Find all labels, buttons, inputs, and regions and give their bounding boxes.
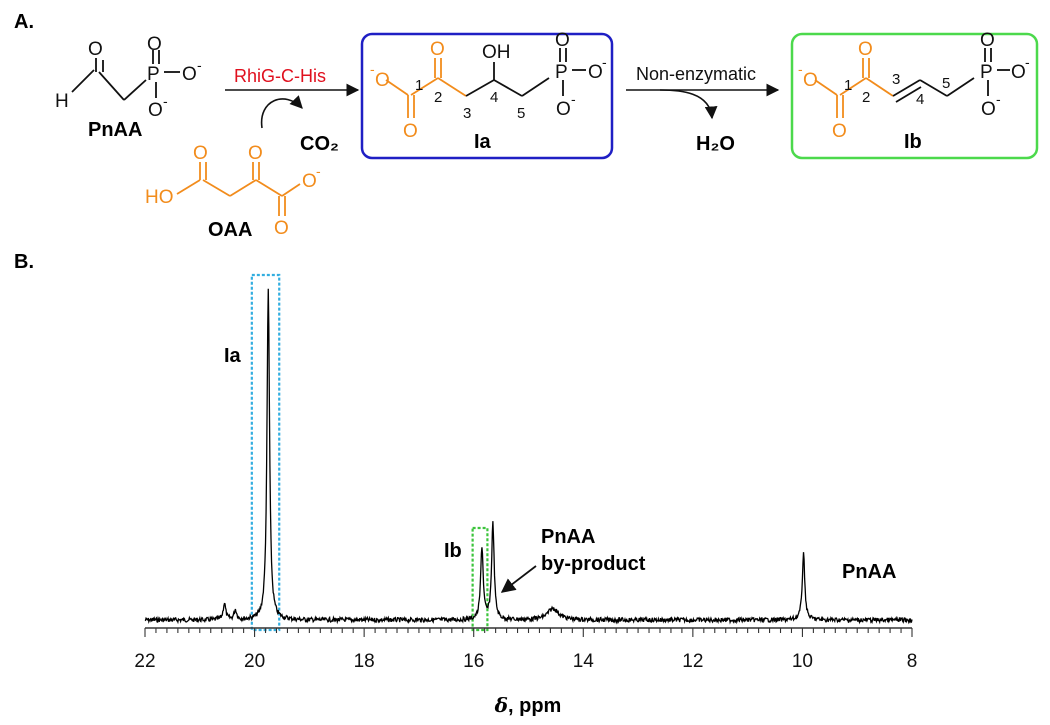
ib-o-top: O [858,39,873,60]
ib-c1: 1 [844,77,852,94]
ia-oh: OH [482,42,511,63]
panel-a-label: A. [14,11,34,33]
ib-p-o-top: O [980,30,995,51]
ib-c5: 5 [942,75,950,92]
intermediate-box [360,32,614,160]
ib-c4: 4 [916,91,924,108]
x-tick-label: 22 [134,651,155,672]
annotation-pnaa: PnAA [842,561,896,583]
pnaa-o-bottom-charge: - [163,93,168,109]
x-tick-label: 8 [907,651,918,672]
oaa-o-3-charge: - [316,163,321,179]
ib-p-o-bottom: O [981,99,996,120]
pnaa-atoms: O H P O O - O - [55,34,202,121]
x-tick-label: 12 [682,651,703,672]
ia-p-o-right-charge: - [602,54,607,70]
oaa-atoms: HO O O O - O [145,143,321,239]
spectrum-trace [144,288,913,625]
ia-o-top: O [430,39,445,60]
co2-release-arrow [260,95,303,129]
ib-c2: 2 [862,89,870,106]
oaa-o-4: O [274,218,289,239]
oaa-label: OAA [208,219,252,241]
ib-p: P [980,62,993,83]
ia-o-bottom: O [403,121,418,142]
ib-atoms: - O O O P O O - O - [798,30,1030,142]
annotation-byproduct-line1: PnAA [541,526,595,548]
water-label: H₂O [696,133,735,155]
ib-tail [892,48,1010,103]
pnaa-o-right-charge: - [197,57,202,73]
pnaa-aldehyde-o: O [88,39,103,60]
product-label: Ib [904,131,922,153]
x-tick-label: 10 [792,651,813,672]
ia-c4: 4 [490,89,498,106]
oaa-o-3: O [302,171,317,192]
annotation-byproduct-line2: by-product [541,553,646,575]
ib-o-bottom: O [832,121,847,142]
enzyme-label: RhiG-C-His [234,66,326,86]
ia-c5: 5 [517,105,525,122]
non-enzymatic-label: Non-enzymatic [636,64,756,84]
annotation-ib: Ib [444,540,462,562]
x-tick-label: 16 [463,651,484,672]
ia-c3: 3 [463,105,471,122]
oaa-o-1: O [193,143,208,164]
ib-o-left: O [803,70,818,91]
pnaa-label: PnAA [88,119,142,141]
ia-tail [465,48,586,97]
pnaa-o-bottom: O [148,100,163,121]
ib-c3: 3 [892,71,900,88]
x-axis-unit: , ppm [508,695,561,717]
panel-b: B. 22 20 18 16 14 12 10 8 Ia Ib PnAA by-product… [14,251,917,717]
oaa-o-2: O [248,143,263,164]
pnaa-o-top: O [147,34,162,55]
pnaa-p: P [147,64,160,85]
panel-a: A. O H P O O - O - PnAA [14,11,1039,241]
ia-anion-charge: - [370,61,375,77]
ia-p: P [555,62,568,83]
highlight-box-ia [250,273,281,632]
ia-o-left: O [375,70,390,91]
ia-p-o-right: O [588,62,603,83]
pnaa-h: H [55,91,69,112]
intermediate-label: Ia [474,131,492,153]
ia-carbon-numbers: 1 2 3 4 5 [415,77,525,122]
oaa-ho: HO [145,187,174,208]
highlight-box-ib [471,526,489,632]
x-axis-delta: δ [494,693,508,717]
ia-p-o-bottom-charge: - [571,91,576,107]
ib-structure [814,58,894,118]
nmr-chart: 22 20 18 16 14 12 10 8 [134,273,918,672]
ia-c1: 1 [415,77,423,94]
product-box [790,32,1039,160]
oaa-structure [176,162,301,216]
x-tick-label: 20 [244,651,265,672]
ib-carbon-numbers: 1 2 3 4 5 [844,71,950,108]
ia-c2: 2 [434,89,442,106]
x-tick-label: 18 [354,651,375,672]
panel-b-label: B. [14,251,34,273]
ib-p-o-right: O [1011,62,1026,83]
pnaa-o-right: O [182,64,197,85]
water-release-arrow [659,89,718,120]
ia-structure [385,58,467,118]
co2-label: CO₂ [300,133,339,155]
x-axis-title: δ, ppm [494,693,562,717]
x-tick-label: 14 [573,651,595,672]
ia-p-o-bottom: O [556,99,571,120]
ib-p-o-right-charge: - [1025,54,1030,70]
ia-atoms: - O O O OH P O O - O - [370,30,607,142]
byproduct-pointer-arrow [500,565,537,593]
ia-p-o-top: O [555,30,570,51]
ib-anion-charge: - [798,61,803,77]
annotation-ia: Ia [224,345,242,367]
pnaa-structure [71,50,180,101]
ib-p-o-bottom-charge: - [996,91,1001,107]
